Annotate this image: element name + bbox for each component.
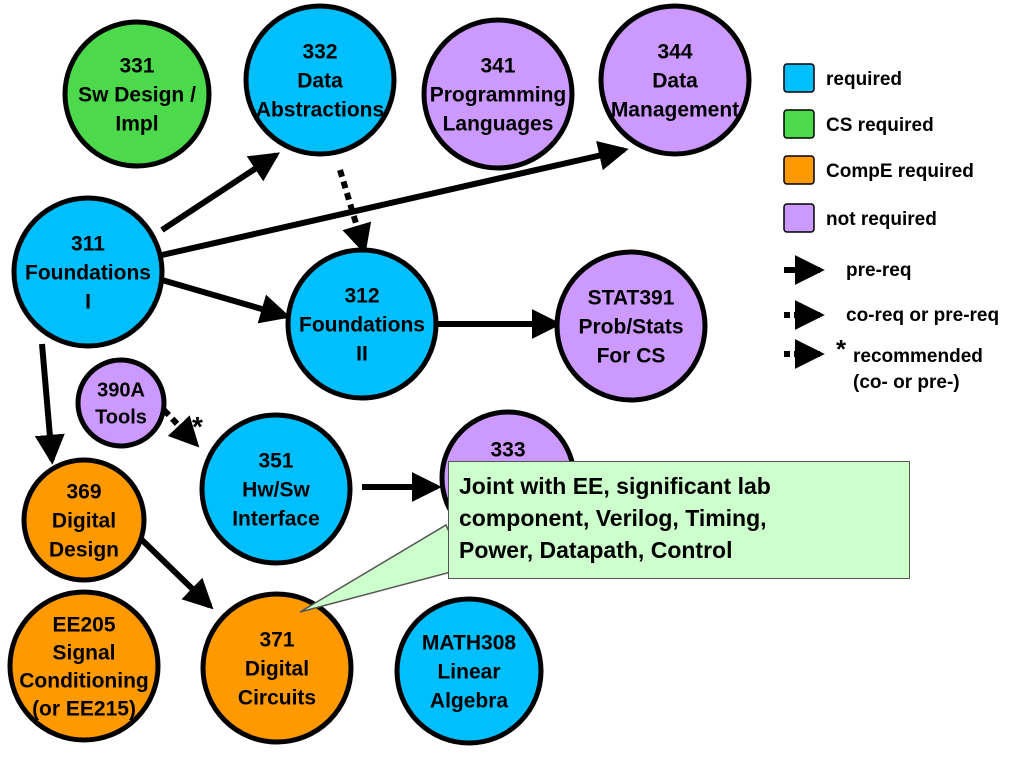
course-label-333: 333	[490, 438, 525, 461]
course-circle-312	[285, 247, 439, 401]
legend-star: *	[836, 334, 847, 364]
course-circle-311	[11, 195, 165, 349]
legend-label-recommended-sub: (co- or pre-)	[853, 372, 960, 393]
course-circle-341	[421, 17, 575, 171]
callout-line-1: Joint with EE, significant lab	[459, 473, 771, 499]
edge-369-to-371	[139, 537, 214, 610]
legend-label-coreq: co-req or pre-req	[846, 305, 999, 326]
edge-390a-to-351	[161, 407, 200, 448]
course-circle-351	[199, 412, 353, 566]
edge-311-to-332	[160, 152, 281, 233]
course-circle-344	[598, 3, 752, 157]
course-circle-390a	[75, 357, 167, 449]
edge-311-to-312	[161, 277, 291, 324]
edge-311-to-369	[34, 343, 65, 465]
callout-line-2: component, Verilog, Timing,	[459, 505, 767, 531]
legend-label-cs-required: CS required	[826, 115, 934, 136]
edge-311-to-344	[161, 140, 629, 258]
legend-label-prereq: pre-req	[846, 260, 911, 281]
course-circle-332	[243, 3, 397, 157]
legend-label-required: required	[826, 69, 902, 90]
course-circle-ee205	[7, 589, 161, 743]
legend-swatch-cs-required	[783, 109, 815, 139]
legend-label-not-required: not required	[826, 209, 937, 230]
course-circle-371	[200, 591, 354, 745]
course-circle-369	[21, 457, 147, 583]
legend: required CS required CompE required not …	[783, 63, 999, 393]
course-circle-math308	[394, 596, 544, 746]
legend-label-recommended: recommended	[853, 346, 983, 367]
legend-swatch-compe-required	[783, 155, 815, 185]
course-circle-331	[62, 19, 212, 169]
course-circle-stat391	[554, 249, 708, 403]
callout-line-3: Power, Datapath, Control	[459, 537, 733, 563]
legend-swatch-required	[783, 63, 815, 93]
edges-layer	[34, 140, 629, 610]
legend-label-compe-required: CompE required	[826, 161, 974, 182]
recommended-star-marker: *	[192, 411, 203, 442]
callout-note: Joint with EE, significant lab component…	[448, 461, 910, 579]
edge-332-to-312	[337, 169, 372, 255]
legend-swatch-not-required	[783, 203, 815, 233]
